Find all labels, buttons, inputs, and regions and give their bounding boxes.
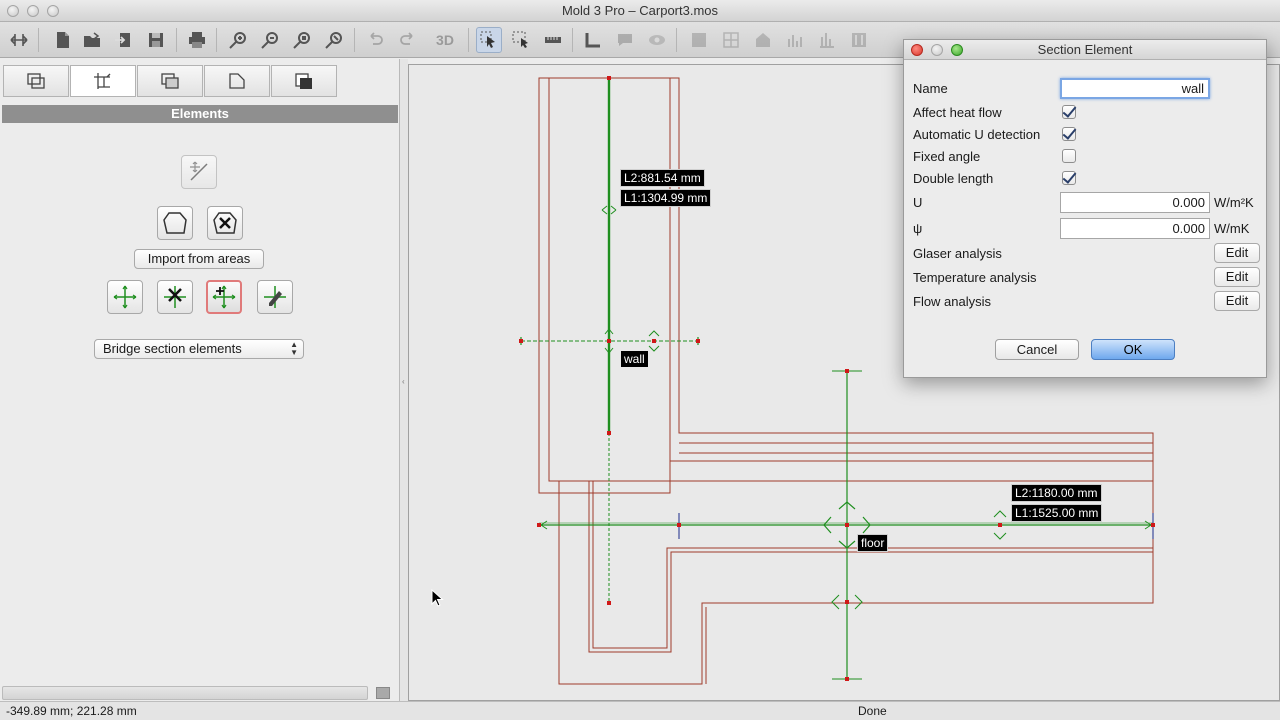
fixed-angle-label: Fixed angle (913, 149, 981, 164)
wall-dimension-l1: L1:1304.99 mm (619, 189, 712, 207)
tab-materials[interactable] (204, 65, 270, 97)
zoom-in-icon[interactable] (225, 27, 251, 53)
import-from-areas-button[interactable]: Import from areas (134, 249, 264, 269)
delete-polygon-button[interactable] (207, 206, 243, 240)
fixed-angle-checkbox[interactable] (1062, 149, 1076, 163)
edit-section-button[interactable] (257, 280, 293, 314)
tab-areas[interactable] (3, 65, 69, 97)
floor-dimension-l2: L2:1180.00 mm (1011, 484, 1102, 502)
tab-results[interactable] (271, 65, 337, 97)
temperature-analysis-edit-button[interactable]: Edit (1214, 267, 1260, 287)
left-panel: Elements Import from areas Bridge sectio… (0, 59, 400, 701)
open-folder-icon[interactable] (79, 27, 105, 53)
close-window-button[interactable] (7, 5, 19, 17)
double-length-label: Double length (913, 171, 994, 186)
house-icon[interactable] (750, 27, 776, 53)
elements-header: Elements (2, 105, 398, 123)
automatic-u-detection-checkbox[interactable] (1062, 127, 1076, 141)
wall-dimension-l2: L2:881.54 mm (620, 169, 705, 187)
mouse-pointer-icon (431, 589, 444, 607)
ok-button[interactable]: OK (1091, 339, 1175, 360)
u-value-unit: W/m²K (1214, 195, 1254, 210)
tab-section-elements[interactable] (70, 65, 136, 97)
dialog-title: Section Element (1037, 42, 1133, 57)
temperature-analysis-label: Temperature analysis (913, 270, 1037, 285)
panel-splitter[interactable]: ‹ (400, 59, 408, 701)
name-label: Name (913, 81, 948, 96)
delete-section-button[interactable] (157, 280, 193, 314)
window-titlebar: Mold 3 Pro – Carport3.mos (0, 0, 1280, 22)
u-value-input[interactable]: 0.000 (1060, 192, 1210, 213)
glaser-analysis-label: Glaser analysis (913, 246, 1002, 261)
bridge-select-value: Bridge section elements (103, 341, 242, 356)
glaser-analysis-edit-button[interactable]: Edit (1214, 243, 1260, 263)
psi-value-unit: W/mK (1214, 221, 1250, 236)
left-panel-corner-grip[interactable] (376, 687, 390, 699)
wall-section-label[interactable]: wall (621, 351, 648, 367)
floor-dimension-l1: L1:1525.00 mm (1010, 504, 1103, 522)
name-input[interactable]: wall (1060, 78, 1210, 99)
undo-icon[interactable] (362, 27, 388, 53)
draw-polygon-button[interactable] (157, 206, 193, 240)
move-section-button[interactable] (181, 155, 217, 189)
toggle-panel-icon[interactable] (6, 27, 32, 53)
bridge-section-button[interactable] (206, 280, 242, 314)
psi-value-input[interactable]: 0.000 (1060, 218, 1210, 239)
import-icon[interactable] (111, 27, 137, 53)
zoom-out-icon[interactable] (257, 27, 283, 53)
redo-icon[interactable] (395, 27, 421, 53)
histogram-icon[interactable] (814, 27, 840, 53)
flow-analysis-edit-button[interactable]: Edit (1214, 291, 1260, 311)
u-value-label: U (913, 195, 923, 210)
left-panel-horizontal-scrollbar[interactable] (2, 686, 368, 700)
automatic-u-detection-label: Automatic U detection (913, 127, 1041, 142)
section-nodes (519, 76, 1155, 681)
tab-boundaries[interactable] (137, 65, 203, 97)
psi-value-label: ψ (913, 221, 923, 236)
splitter-handle-icon: ‹ (402, 377, 405, 386)
dialog-titlebar: Section Element (904, 40, 1266, 60)
3d-view-button[interactable]: 3D (436, 32, 454, 48)
zoom-selection-icon[interactable] (321, 27, 347, 53)
grid-icon[interactable] (718, 27, 744, 53)
double-length-checkbox[interactable] (1062, 171, 1076, 185)
zoom-window-button[interactable] (47, 5, 59, 17)
add-section-button[interactable] (107, 280, 143, 314)
draw-area-icon[interactable] (580, 27, 606, 53)
measure-icon[interactable] (540, 27, 566, 53)
flow-analysis-label: Flow analysis (913, 294, 992, 309)
save-icon[interactable] (143, 27, 169, 53)
comment-icon[interactable] (612, 27, 638, 53)
new-document-icon[interactable] (50, 27, 76, 53)
minimize-window-button[interactable] (27, 5, 39, 17)
cursor-coordinates: -349.89 mm; 221.28 mm (6, 704, 137, 718)
cancel-button[interactable]: Cancel (995, 339, 1079, 360)
affect-heat-flow-checkbox[interactable] (1062, 105, 1076, 119)
select-arrows-icon: ▲▼ (290, 340, 298, 357)
results-icon[interactable] (846, 27, 872, 53)
select-area-icon[interactable] (508, 27, 534, 53)
status-bar: -349.89 mm; 221.28 mm Done (0, 701, 1280, 720)
section-element-dialog: Section Element Name wall Affect heat fl… (903, 39, 1267, 378)
select-tool-icon[interactable] (476, 27, 502, 53)
dialog-minimize-button[interactable] (931, 44, 943, 56)
bridge-section-elements-select[interactable]: Bridge section elements ▲▼ (94, 339, 304, 359)
status-text: Done (858, 704, 887, 718)
eye-icon[interactable] (644, 27, 670, 53)
dialog-zoom-button[interactable] (951, 44, 963, 56)
dialog-close-button[interactable] (911, 44, 923, 56)
bar-chart-icon[interactable] (782, 27, 808, 53)
print-icon[interactable] (184, 27, 210, 53)
floor-section-label[interactable]: floor (856, 534, 889, 552)
window-title: Mold 3 Pro – Carport3.mos (561, 3, 719, 18)
affect-heat-flow-label: Affect heat flow (913, 105, 1002, 120)
area-list-icon[interactable] (686, 27, 712, 53)
zoom-fit-icon[interactable] (289, 27, 315, 53)
